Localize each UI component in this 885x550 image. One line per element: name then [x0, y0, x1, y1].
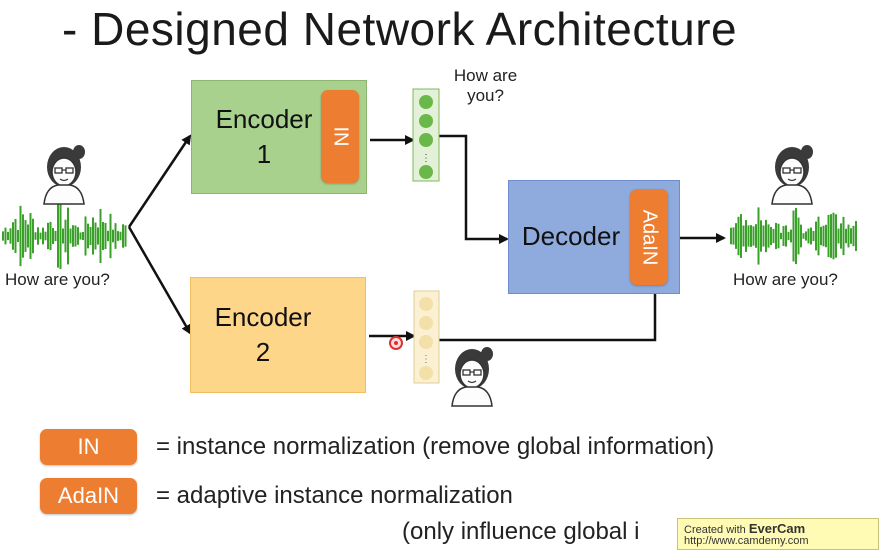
watermark-prefix: Created with [684, 524, 749, 536]
output-caption: How are you? [733, 270, 838, 289]
evercam-watermark: Created with EverCam http://www.camdemy.… [677, 518, 879, 550]
slide-title: - Designed Network Architecture [62, 3, 738, 55]
content-caption-line2: you? [467, 86, 504, 105]
legend-note: (only influence global i [402, 518, 640, 545]
watermark-url: http://www.camdemy.com [684, 535, 809, 547]
arrow-speaker-vector-to-adain [439, 284, 660, 342]
adain-tag: AdaIN [630, 189, 668, 285]
target-speaker-avatar-icon [451, 346, 494, 407]
svg-text:⋮: ⋮ [421, 153, 431, 164]
decoder-label: Decoder [521, 221, 621, 252]
content-caption-line1: How are [453, 66, 518, 85]
cursor-dot-icon [389, 336, 403, 350]
instance-norm-tag-label: IN [329, 126, 352, 147]
arrow-input-to-encoder2 [127, 226, 192, 335]
legend-adain-tag: AdaIN [40, 478, 137, 514]
input-waveform-icon [2, 202, 127, 270]
arrow-input-to-encoder1 [127, 134, 192, 228]
svg-text:⋮: ⋮ [421, 354, 431, 365]
encoder-1-number: 1 [256, 139, 272, 169]
encoder-2-number: 2 [255, 337, 271, 367]
watermark-brand: EverCam [748, 521, 806, 536]
content-vector: ⋮ [412, 88, 440, 182]
arrow-content-vector-to-decoder [439, 134, 509, 244]
legend-adain-text: = adaptive instance normalization [156, 482, 513, 509]
content-caption: How are you? [448, 66, 523, 106]
input-caption: How are you? [5, 270, 110, 289]
legend-in-tag: IN [40, 429, 137, 465]
input-speaker-avatar-icon [43, 144, 86, 205]
output-speaker-avatar-icon [771, 144, 814, 205]
output-waveform-icon [730, 207, 857, 265]
speaker-vector: ⋮ [413, 290, 440, 384]
encoder-2-label: Encoder [214, 301, 312, 332]
encoder-1-label: Encoder [215, 103, 313, 134]
instance-norm-tag: IN [321, 90, 359, 183]
encoder-2-block: Encoder 2 [190, 277, 366, 393]
adain-tag-label: AdaIN [638, 209, 661, 265]
legend-in-text: = instance normalization (remove global … [156, 433, 715, 460]
